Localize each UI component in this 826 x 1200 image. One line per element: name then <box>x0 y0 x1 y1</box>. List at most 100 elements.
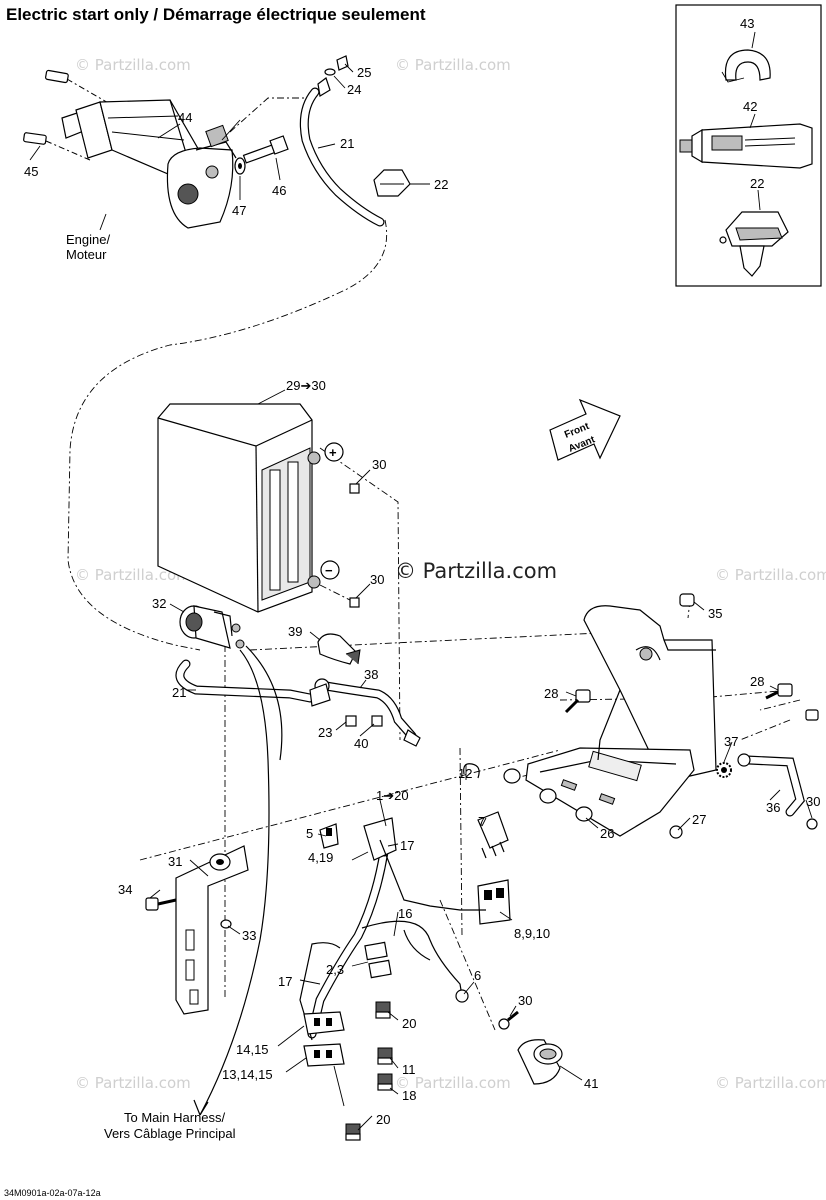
connector-5 <box>319 823 339 849</box>
grommet-icon <box>575 806 593 822</box>
engine-label: Engine/ <box>66 232 110 247</box>
ground-cable-36 <box>737 753 805 817</box>
main-harness-cable <box>193 645 283 1116</box>
fuse-box-14-15 <box>303 1011 345 1035</box>
callout-28-b: 28 <box>750 674 764 689</box>
nut-23 <box>345 715 357 727</box>
wiring-harness-17 <box>299 817 486 1041</box>
star-washer-37 <box>716 762 732 778</box>
callout-16: 16 <box>398 906 412 921</box>
positive-sign: + <box>329 445 337 460</box>
callout-27: 27 <box>692 812 706 827</box>
callout-17-b: 17 <box>278 974 292 989</box>
callout-5: 5 <box>306 826 313 841</box>
callout-17-a: 17 <box>400 838 414 853</box>
callout-42: 42 <box>743 99 757 114</box>
battery <box>157 403 321 613</box>
relay-7 <box>463 763 509 859</box>
callout-47: 47 <box>232 203 246 218</box>
screw-30 <box>498 1010 519 1030</box>
cable-clip-icon <box>719 211 789 277</box>
callout-37: 37 <box>724 734 738 749</box>
engine-label-fr: Moteur <box>66 247 107 262</box>
callout-25: 25 <box>357 65 371 80</box>
nut-icon <box>806 818 818 830</box>
fuse-icon <box>377 1073 393 1091</box>
callout-2-3: 2,3 <box>326 962 344 977</box>
callout-20-a: 20 <box>402 1016 416 1031</box>
nut-icon <box>349 483 360 494</box>
bolt-28 <box>765 683 793 700</box>
callout-26: 26 <box>600 826 614 841</box>
callout-30-c: 30 <box>806 794 820 809</box>
bolt-34 <box>145 897 177 911</box>
callout-41: 41 <box>584 1076 598 1091</box>
starter-solenoid <box>179 605 245 649</box>
diagram-code: 34M0901a-02a-07a-12a <box>4 1188 101 1198</box>
callout-24: 24 <box>347 82 361 97</box>
watermark: © Partzilla.com <box>75 56 191 74</box>
callout-21-top: 21 <box>340 136 354 151</box>
harness-label-fr: Vers Câblage Principal <box>104 1126 236 1141</box>
positive-terminal-icon <box>324 442 344 462</box>
callout-31: 31 <box>168 854 182 869</box>
callout-8-9-10: 8,9,10 <box>514 926 550 941</box>
callout-36: 36 <box>766 800 780 815</box>
starter-cable <box>299 55 385 227</box>
fuse-box-13-14-15 <box>303 1043 345 1067</box>
callout-11: 11 <box>402 1062 416 1077</box>
grommet-icon <box>503 768 521 784</box>
callout-23: 23 <box>318 725 332 740</box>
callout-7: 7 <box>478 814 485 829</box>
watermark: © Partzilla.com <box>395 1074 511 1092</box>
wire-16 <box>403 929 431 961</box>
bracket-31 <box>175 845 249 1015</box>
callout-29-30: 29➔30 <box>286 378 326 393</box>
callout-20-b: 20 <box>376 1112 390 1127</box>
grease-tube-icon <box>679 123 813 169</box>
connector-8-9-10 <box>477 879 511 925</box>
battery-cable-21 <box>175 659 331 707</box>
watermarks: © Partzilla.com © Partzilla.com © Partzi… <box>75 56 826 1092</box>
washer-47 <box>234 157 246 175</box>
bolt-icon <box>805 709 819 721</box>
harness-label: To Main Harness/ <box>124 1110 226 1125</box>
inset-box <box>675 4 822 287</box>
watermark: © Partzilla.com <box>395 56 511 74</box>
callout-33: 33 <box>242 928 256 943</box>
callout-28-a: 28 <box>544 686 558 701</box>
grommet-icon <box>539 788 557 804</box>
diagram-title: Electric start only / Démarrage électriq… <box>6 5 426 24</box>
callout-32: 32 <box>152 596 166 611</box>
callout-6: 6 <box>474 968 481 983</box>
callout-44: 44 <box>178 110 192 125</box>
front-arrow-icon <box>549 398 621 461</box>
callout-34: 34 <box>118 882 132 897</box>
callout-21-mid: 21 <box>172 685 186 700</box>
callout-1-20: 1➔20 <box>376 788 409 803</box>
callout-43: 43 <box>740 16 754 31</box>
watermark: © Partzilla.com <box>75 566 191 584</box>
callout-labels: 43 42 22 25 24 44 21 22 45 46 47 29➔30 3… <box>24 16 820 1127</box>
watermark-main: © Partzilla.com <box>395 559 557 583</box>
watermark: © Partzilla.com <box>715 1074 826 1092</box>
nut-40 <box>371 715 383 727</box>
callout-22-inset: 22 <box>750 176 764 191</box>
fuse-icon <box>377 1047 393 1065</box>
watermark: © Partzilla.com <box>715 566 826 584</box>
bolt-46 <box>242 135 289 164</box>
callout-40: 40 <box>354 736 368 751</box>
bolt-35 <box>679 593 695 607</box>
callout-35: 35 <box>708 606 722 621</box>
cable-clip-22 <box>373 169 411 197</box>
bolt-28 <box>564 689 591 714</box>
callout-46: 46 <box>272 183 286 198</box>
callout-22: 22 <box>434 177 448 192</box>
callout-13-14-15: 13,14,15 <box>222 1067 273 1082</box>
nut-icon <box>349 597 360 608</box>
watermark: © Partzilla.com <box>75 1074 191 1092</box>
connector-2-3 <box>364 941 392 979</box>
fuse-icon <box>345 1123 361 1141</box>
fuse-icon <box>375 1001 391 1019</box>
negative-sign: − <box>325 563 333 578</box>
